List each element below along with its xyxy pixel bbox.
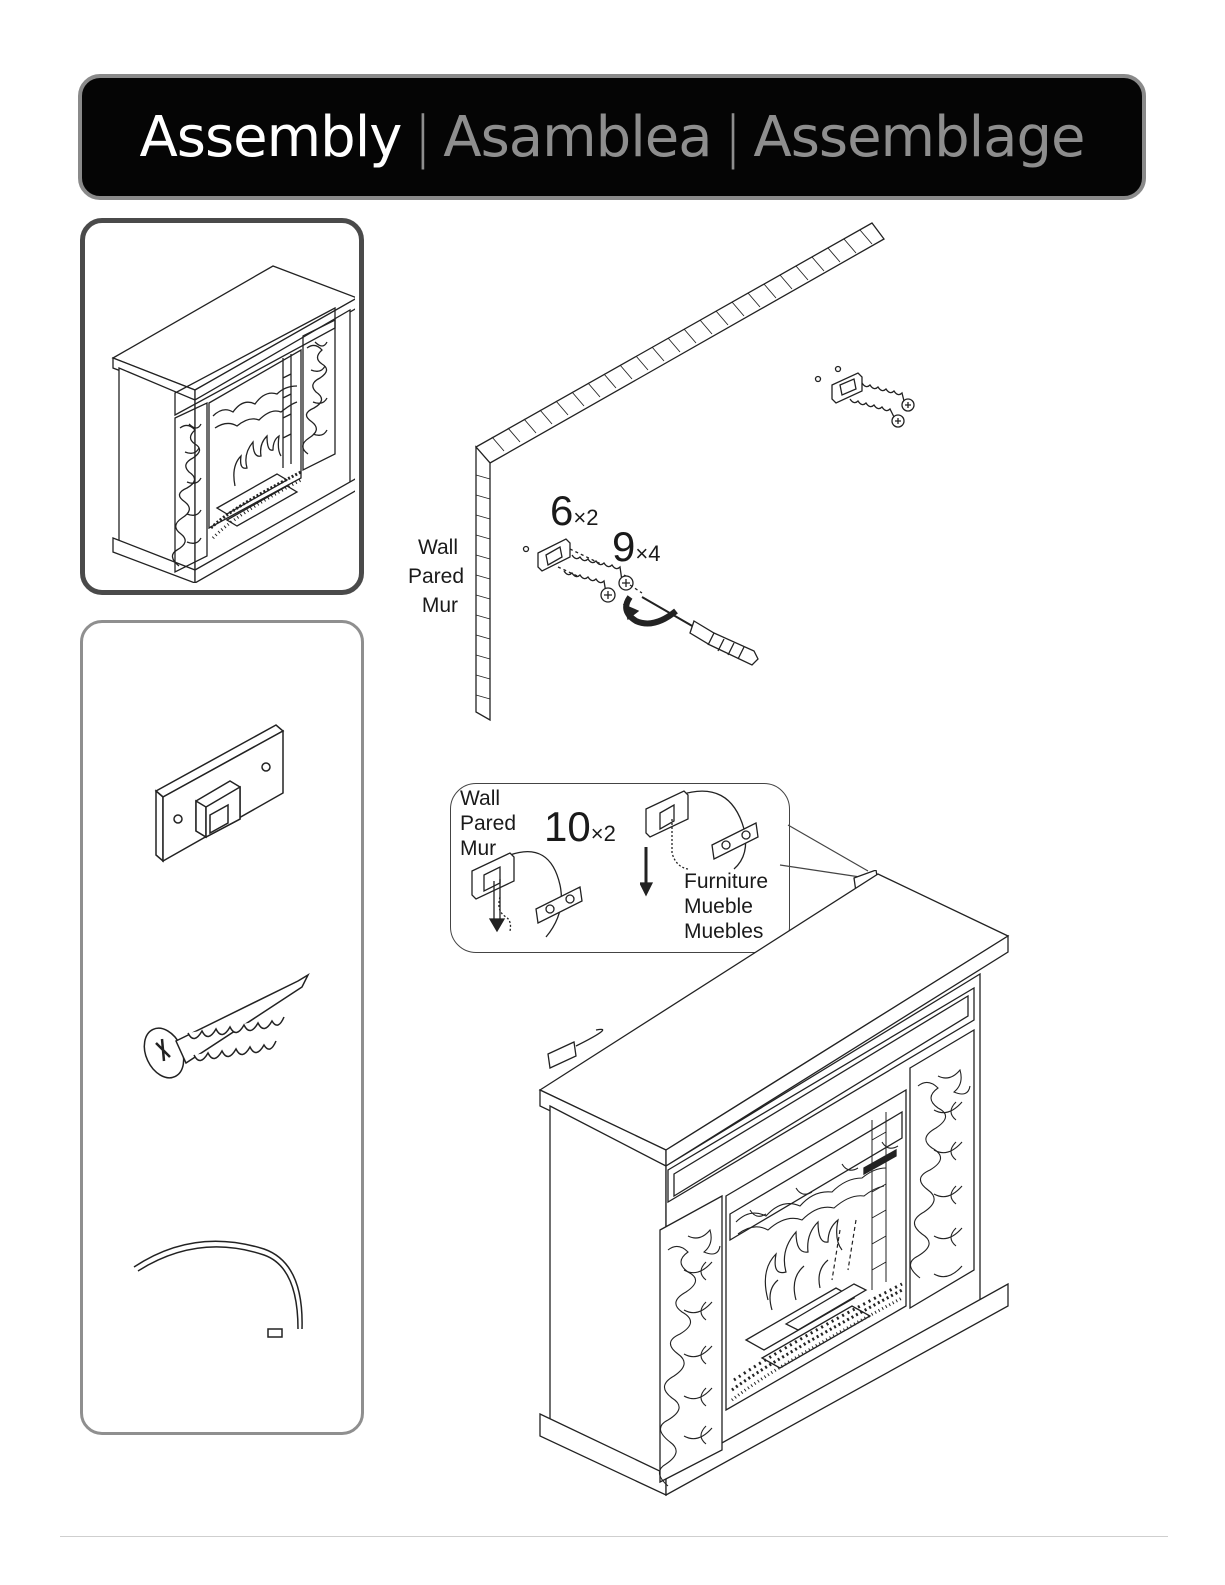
anti-tip-strap-icon (128, 1233, 318, 1353)
title-french: Assemblage (753, 105, 1084, 170)
overview-panel (80, 218, 364, 595)
parts-panel (80, 620, 364, 1435)
part-6-number: 6×2 (550, 490, 598, 532)
title-spanish: Asamblea (443, 105, 711, 170)
title-separator: | (413, 105, 431, 170)
wall-label-en: Wall (408, 533, 458, 562)
bracket-screws-screwdriver-icon (518, 535, 768, 675)
bracket-screws-right-icon (812, 365, 922, 435)
header-title: Assembly | Asamblea | Assemblage (82, 78, 1142, 196)
fireplace-assembled-icon (536, 870, 1016, 1500)
title-english: Assembly (140, 105, 402, 170)
wall-label-fr: Mur (408, 591, 458, 620)
wall-label-es: Pared (408, 562, 458, 591)
wall-label: Wall Pared Mur (408, 533, 458, 620)
footer-divider (60, 1536, 1168, 1537)
callout-wall-label-en: Wall (460, 786, 516, 811)
header-banner: Assembly | Asamblea | Assemblage (78, 74, 1146, 200)
wood-screw-icon (138, 963, 318, 1093)
wall-bracket-icon (148, 723, 288, 863)
title-separator: | (724, 105, 742, 170)
fireplace-overview-icon (95, 238, 355, 583)
callout-wall-label-es: Pared (460, 811, 516, 836)
